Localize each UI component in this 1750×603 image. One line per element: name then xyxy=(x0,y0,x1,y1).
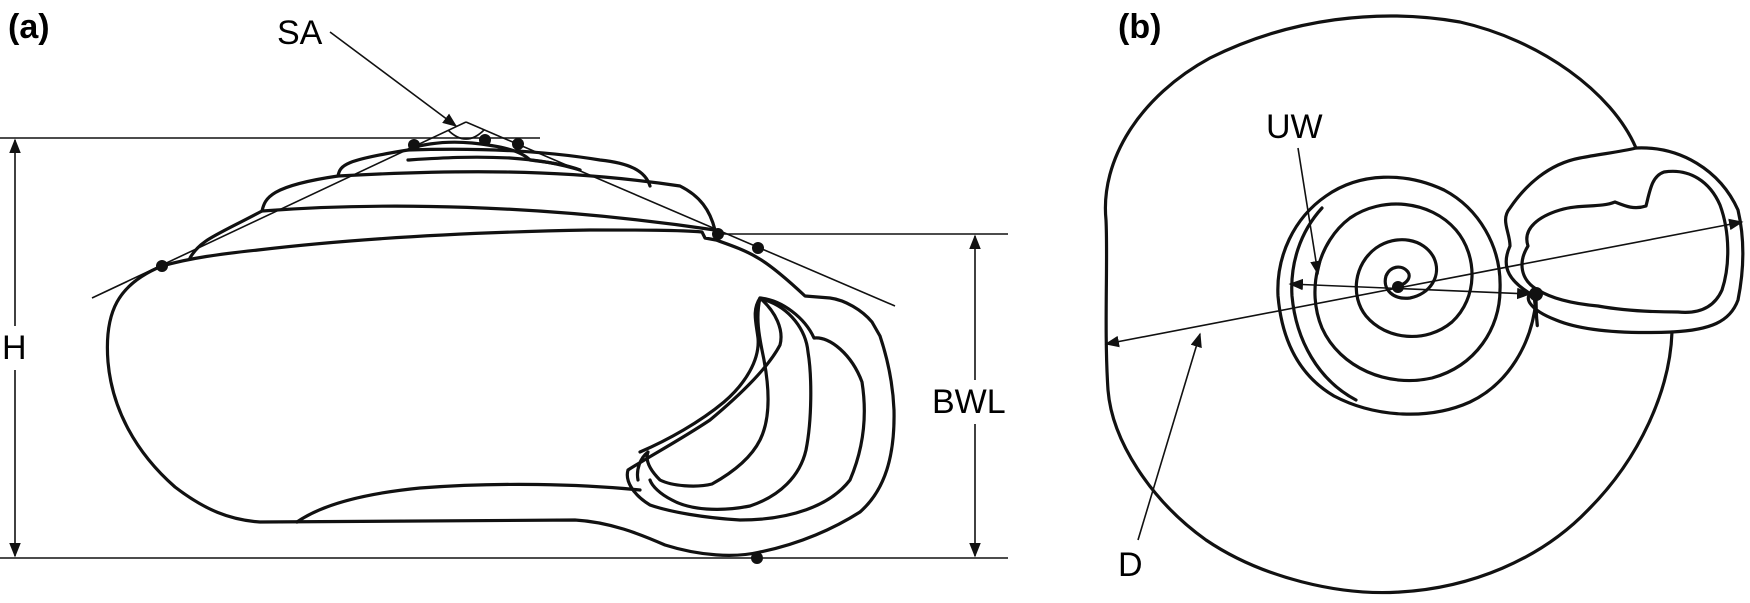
bwl-label-backing xyxy=(930,380,1020,424)
whorl-line-1 xyxy=(188,204,717,260)
aperture-landmark-dot xyxy=(1529,287,1543,301)
shell-apical-outline xyxy=(1103,14,1674,595)
diameter-label: D xyxy=(1118,546,1143,584)
diameter-leader xyxy=(1137,332,1202,541)
whorl-line-3 xyxy=(336,147,652,188)
basal-whorl-line xyxy=(295,482,642,524)
aperture-apical-outer xyxy=(1504,146,1745,335)
aperture-inner-lip xyxy=(648,298,813,511)
suture-top xyxy=(406,155,582,172)
diameter-arrow xyxy=(1104,218,1744,348)
umbilicus-width-leader xyxy=(1297,147,1322,276)
landmark-dot xyxy=(479,134,491,146)
landmark-dot xyxy=(751,552,763,564)
spire-angle-leader xyxy=(329,31,458,127)
aperture-parietal xyxy=(638,296,762,454)
landmark-dot xyxy=(512,138,524,150)
landmark-dot xyxy=(156,260,168,272)
landmark-dot xyxy=(712,228,724,240)
panel-b-label: (b) xyxy=(1118,8,1161,46)
umbilicus-spiral xyxy=(1276,175,1538,416)
spire-angle-arc xyxy=(447,129,485,140)
body-whorl-length-label: BWL xyxy=(932,383,1006,421)
aperture-apical-inner xyxy=(1520,169,1730,314)
aperture-columella xyxy=(635,296,770,488)
aperture-outer-lip xyxy=(625,296,866,522)
panel-b: (b) UW D xyxy=(1103,8,1745,595)
whorl-line-2 xyxy=(260,170,717,232)
panel-a-label: (a) xyxy=(8,8,50,46)
umbilicus-width-label: UW xyxy=(1266,108,1323,146)
panel-a: (a) SA xyxy=(0,8,1020,564)
height-label-backing xyxy=(0,326,30,370)
height-label: H xyxy=(2,329,27,367)
landmark-dot xyxy=(752,242,764,254)
shell-lateral-outline xyxy=(105,228,896,557)
landmark-dot xyxy=(408,139,420,151)
spire-angle-label: SA xyxy=(277,14,323,52)
spire-tangent-right xyxy=(465,121,896,307)
